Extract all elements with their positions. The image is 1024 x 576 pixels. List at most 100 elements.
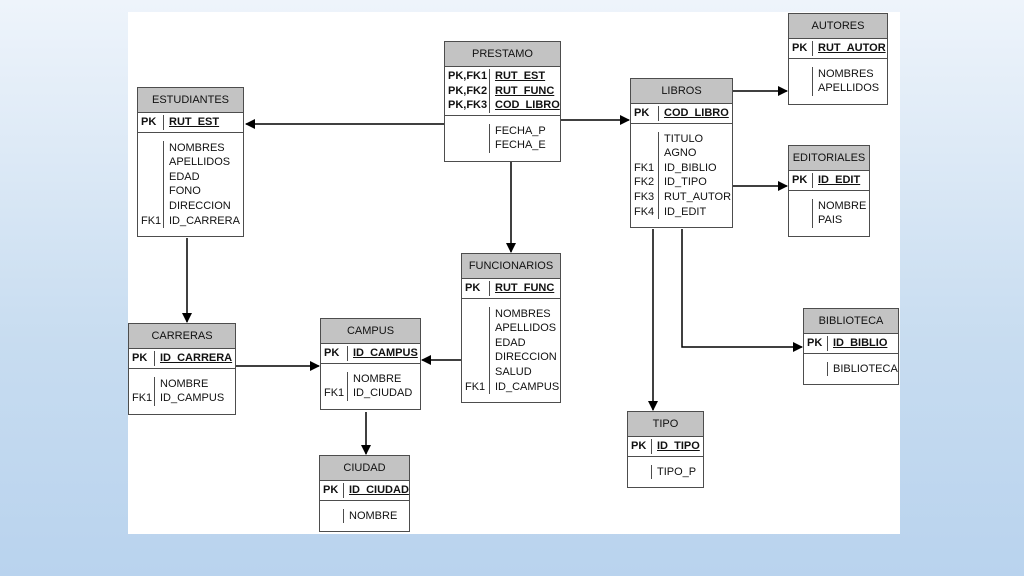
pk-field-column: RUT_EST RUT_FUNC COD_LIBRO [490,69,560,113]
pk-field-column: ID_CIUDAD [344,483,409,498]
attribute-field: PAIS [818,214,843,227]
primary-key-field: COD_LIBRO [664,107,729,119]
fk-key-label [324,372,347,387]
primary-key-field: RUT_EST [169,116,220,128]
entity-title: LIBROS [631,79,732,104]
pk-key-label: PK [792,42,808,54]
entity-title: FUNCIONARIOS [462,254,560,279]
fk-key-label [448,138,489,153]
primary-key-field: RUT_EST [495,70,546,82]
pk-field-column: RUT_AUTOR [813,41,886,56]
fk-key-label: FK1 [324,387,345,400]
attribute-field: NOMBRES [818,67,874,80]
attr-key-column [804,361,828,377]
attribute-field: ID_BIBLIO [664,161,717,174]
attribute-field: TITULO [664,132,704,145]
entity-biblioteca[interactable]: BIBLIOTECA PK ID_BIBLIO BIBLIOTECA [803,308,899,386]
pk-field-column: RUT_FUNC [490,281,554,296]
fk-key-label: FK3 [634,190,655,203]
fk-key-label: FK1 [634,161,655,174]
attr-key-column [789,198,813,228]
attribute-field: NOMBRE [160,377,209,390]
fk-key-label [465,350,489,365]
pk-key-label: PK [323,484,339,496]
attribute-field: APELLIDOS [495,322,557,335]
fk-key-label [792,81,812,96]
attribute-field: NOMBRE [349,509,398,522]
pk-field-column: ID_CARRERA [155,351,232,366]
fk-key-label [792,199,812,214]
fk-key-label [465,307,489,322]
attribute-field: ID_EDIT [664,205,707,218]
fk-key-label [631,465,651,480]
fk-key-label [465,365,489,380]
fk-key-label [323,509,343,524]
attr-field-column: NOMBRE [344,509,397,524]
entity-title: PRESTAMO [445,42,560,67]
pk-key-label: PK [807,337,823,349]
attr-key-column: FK1 [138,140,164,229]
attr-field-column: BIBLIOTECA [828,362,898,377]
pk-key-label: PK [324,347,340,359]
pk-field-column: ID_TIPO [652,439,700,454]
pk-key-column: PK [320,483,344,498]
attribute-field: AGNO [664,147,697,160]
pk-field-column: ID_CAMPUS [348,346,418,361]
fk-key-label: FK2 [634,176,655,189]
entity-title: EDITORIALES [789,146,869,171]
fk-key-label [141,170,163,185]
pk-key-column: PK [462,281,490,296]
attribute-field: NOMBRES [169,141,225,154]
primary-key-field: ID_EDIT [818,174,861,186]
attribute-field: NOMBRES [495,307,551,320]
entity-title: BIBLIOTECA [804,309,898,334]
attribute-field: BIBLIOTECA [833,362,898,375]
primary-key-field: RUT_FUNC [495,84,555,97]
primary-key-field: ID_CARRERA [160,352,233,364]
pk-field-column: ID_EDIT [813,173,860,188]
pk-key-column: PK [138,115,164,130]
attr-key-column [320,508,344,524]
fk-key-label [792,67,812,82]
primary-key-field: ID_BIBLIO [833,337,888,349]
attribute-field: FECHA_P [495,124,546,137]
entity-title: ESTUDIANTES [138,88,243,113]
entity-title: AUTORES [789,14,887,39]
attribute-field: EDAD [495,336,526,349]
fk-key-label: FK1 [141,214,162,227]
attribute-field: FONO [169,185,201,198]
fk-key-label: FK4 [634,205,655,218]
attribute-field: ID_CARRERA [169,214,240,227]
fk-key-label [141,155,163,170]
primary-key-field: COD_LIBRO [495,99,560,112]
primary-key-field: ID_CIUDAD [349,484,409,496]
pk-field-column: COD_LIBRO [659,106,729,121]
fk-key-label [792,213,812,228]
attr-key-column [789,66,813,96]
pk-key-label: PK,FK2 [448,84,488,97]
pk-key-label: PK [792,174,808,186]
primary-key-field: RUT_AUTOR [818,42,886,54]
fk-key-label [448,124,489,139]
attribute-field: ID_CIUDAD [353,387,413,400]
pk-key-label: PK [631,440,647,452]
pk-key-label: PK [132,352,148,364]
primary-key-field: ID_CAMPUS [353,347,418,359]
fk-key-label: FK1 [465,380,486,393]
